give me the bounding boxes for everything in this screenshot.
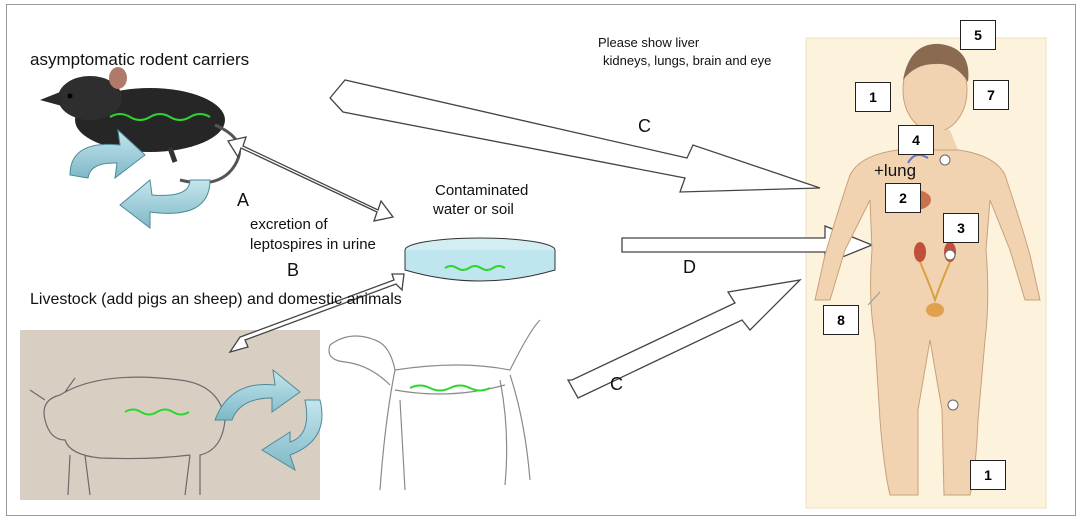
arrow-c-animals-human bbox=[568, 280, 800, 398]
water-container bbox=[405, 238, 555, 281]
number-box-1-foot: 1 bbox=[970, 460, 1006, 490]
number-box-8: 8 bbox=[823, 305, 859, 335]
label-rodent-carriers: asymptomatic rodent carriers bbox=[30, 50, 249, 70]
dog-sketch bbox=[329, 320, 540, 490]
label-water-line-2: water or soil bbox=[433, 201, 514, 218]
label-excretion-line-1: excretion of bbox=[250, 216, 328, 233]
arrow-label-c-top: C bbox=[638, 116, 651, 137]
note-line-1: Please show liver bbox=[598, 35, 699, 50]
label-water-line-1: Contaminated bbox=[435, 182, 528, 199]
livestock-photo bbox=[20, 330, 320, 500]
arrow-a-rodent-water bbox=[228, 137, 393, 221]
number-box-4: 4 bbox=[898, 125, 934, 155]
number-box-3: 3 bbox=[943, 213, 979, 243]
number-box-7: 7 bbox=[973, 80, 1009, 110]
number-box-5: 5 bbox=[960, 20, 996, 50]
arrow-label-d: D bbox=[683, 257, 696, 278]
arrow-label-b: B bbox=[287, 260, 299, 281]
rat-illustration bbox=[40, 67, 240, 183]
number-box-1-head: 1 bbox=[855, 82, 891, 112]
note-line-2: kidneys, lungs, brain and eye bbox=[603, 53, 771, 68]
label-plus-lung: +lung bbox=[874, 161, 916, 181]
arrow-label-c-bottom: C bbox=[610, 374, 623, 395]
label-livestock: Livestock (add pigs an sheep) and domest… bbox=[30, 291, 402, 309]
arrow-c-rodent-human bbox=[330, 80, 820, 192]
arrow-label-a: A bbox=[237, 190, 249, 211]
number-box-2: 2 bbox=[885, 183, 921, 213]
label-excretion-line-2: leptospires in urine bbox=[250, 236, 376, 253]
